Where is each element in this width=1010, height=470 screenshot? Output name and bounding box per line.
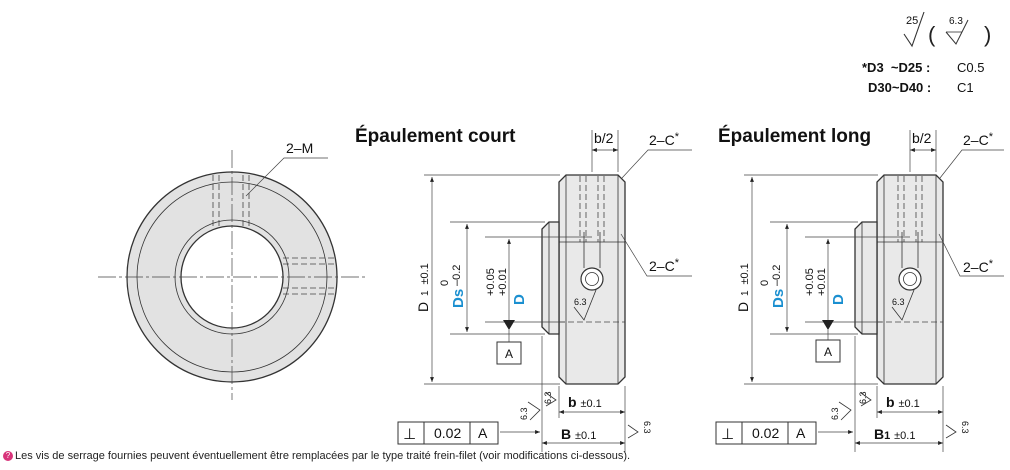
svg-text:D 1 ±0.1: D 1 ±0.1 xyxy=(735,263,751,312)
view-long-shoulder: Épaulement long D 1 ±0.1 Ds 0 –0.2 D +0.… xyxy=(715,125,1004,452)
roughness-left: 6.3 xyxy=(519,407,529,420)
svg-text:2–C*: 2–C* xyxy=(649,257,680,274)
datum-box xyxy=(815,339,841,363)
B-tol: ±0.1 xyxy=(894,430,915,442)
shoulder-body xyxy=(854,221,878,335)
surface-main-value: 25 xyxy=(906,15,918,27)
roughness-right: 6.3 xyxy=(642,421,652,434)
d-tol-upper: +0.05 xyxy=(485,268,497,296)
datum-triangle xyxy=(503,320,515,330)
roughness-center: 6.3 xyxy=(543,391,553,404)
d1-label: D xyxy=(415,302,431,312)
svg-text:2–C*: 2–C* xyxy=(963,131,994,148)
d1-sub: 1 xyxy=(420,290,431,296)
roughness-right: 6.3 xyxy=(960,421,970,434)
datum-label: A xyxy=(824,345,832,359)
d1-tol: ±0.1 xyxy=(739,263,751,284)
fcf-box xyxy=(715,421,817,445)
surface-sub-check xyxy=(945,19,969,45)
fcf-value: 0.02 xyxy=(752,425,779,441)
svg-text:2–C*: 2–C* xyxy=(649,131,680,148)
footnote-text: Les vis de serrage fournies peuvent éven… xyxy=(15,450,631,462)
ds-tol-lower: –0.2 xyxy=(451,265,463,286)
b-half-label: b/2 xyxy=(912,130,932,146)
chamfer-top-label: 2–C xyxy=(963,132,989,148)
fcf-box xyxy=(397,421,499,445)
chamfer-top-star: * xyxy=(675,131,680,143)
view-title: Épaulement court xyxy=(355,125,516,147)
fcf-datum: A xyxy=(796,425,806,441)
roughness-inside: 6.3 xyxy=(892,297,905,307)
chamfer-mid-label: 2–C xyxy=(963,259,989,275)
chamfer-mid-star: * xyxy=(675,257,680,269)
chamfer-value-1: C0.5 xyxy=(957,60,984,75)
roughness-inside: 6.3 xyxy=(574,297,587,307)
svg-text:b ±0.1: b ±0.1 xyxy=(886,394,920,410)
chamfer-mid-label: 2–C xyxy=(649,258,675,274)
surface-open-paren: ( xyxy=(928,22,936,47)
d-tol-lower: +0.01 xyxy=(497,268,509,296)
B-tol: ±0.1 xyxy=(575,430,596,442)
B-sub: 1 xyxy=(884,430,890,442)
info-icon: ? xyxy=(3,451,13,462)
ds-label: Ds xyxy=(770,289,787,308)
d-tol-lower: +0.01 xyxy=(816,268,828,296)
d1-label: D xyxy=(735,302,751,312)
d-label: D xyxy=(830,294,847,305)
chamfer-top-label: 2–C xyxy=(649,132,675,148)
surface-sub-value: 6.3 xyxy=(949,16,963,27)
b-label: b xyxy=(886,394,895,410)
b-tol: ±0.1 xyxy=(580,398,601,410)
chamfer-range-1: *D3 ~D25 : xyxy=(862,60,930,75)
chamfer-spec: *D3 ~D25 : C0.5 D30~D40 : C1 xyxy=(862,60,984,95)
ds-tol-lower: –0.2 xyxy=(771,265,783,286)
shoulder-body xyxy=(541,221,560,335)
B-label: B xyxy=(561,426,571,442)
view-title: Épaulement long xyxy=(718,125,871,147)
roughness-left: 6.3 xyxy=(830,407,840,420)
roughness-center: 6.3 xyxy=(858,391,868,404)
fcf-symbol: ⊥ xyxy=(403,426,416,443)
d-label: D xyxy=(511,294,528,305)
datum-box xyxy=(496,341,522,365)
view-short-shoulder: Épaulement court D 1 ±0.1 Ds 0 –0.2 xyxy=(355,125,692,452)
d1-tol: ±0.1 xyxy=(419,263,431,284)
fcf-datum: A xyxy=(478,425,488,441)
surface-main-check xyxy=(903,11,925,48)
d-tol-upper: +0.05 xyxy=(804,268,816,296)
chamfer-top-star: * xyxy=(989,131,994,143)
svg-text:B1 ±0.1: B1 ±0.1 xyxy=(874,426,915,442)
svg-text:D 1 ±0.1: D 1 ±0.1 xyxy=(415,263,431,312)
svg-text:B ±0.1: B ±0.1 xyxy=(561,426,596,442)
surface-finish-symbol: 25 ( 6.3 ) xyxy=(903,11,991,48)
hidden-thread xyxy=(579,176,605,242)
thread-label: 2–M xyxy=(286,140,313,156)
set-screw-hole xyxy=(580,267,604,291)
chamfer-range-2: D30~D40 : xyxy=(868,80,931,95)
datum-triangle xyxy=(822,320,834,330)
svg-text:2–C*: 2–C* xyxy=(963,258,994,275)
B-label: B xyxy=(874,426,884,442)
set-screw-hole xyxy=(898,267,922,291)
d1-sub: 1 xyxy=(740,290,751,296)
hidden-thread xyxy=(897,176,923,242)
datum-label: A xyxy=(505,347,513,361)
fcf-symbol: ⊥ xyxy=(721,426,734,443)
ds-label: Ds xyxy=(450,289,467,308)
svg-text:b ±0.1: b ±0.1 xyxy=(568,394,602,410)
b-label: b xyxy=(568,394,577,410)
surface-close-paren: ) xyxy=(984,22,991,47)
chamfer-value-2: C1 xyxy=(957,80,974,95)
front-view: 2–M xyxy=(98,140,368,400)
ds-tol-upper: 0 xyxy=(439,280,451,286)
ds-tol-upper: 0 xyxy=(759,280,771,286)
b-tol: ±0.1 xyxy=(898,398,919,410)
footnote: ?Les vis de serrage fournies peuvent éve… xyxy=(3,450,630,462)
chamfer-mid-star: * xyxy=(989,258,994,270)
thread-leader xyxy=(245,157,328,197)
fcf-value: 0.02 xyxy=(434,425,461,441)
b-half-label: b/2 xyxy=(594,130,614,146)
